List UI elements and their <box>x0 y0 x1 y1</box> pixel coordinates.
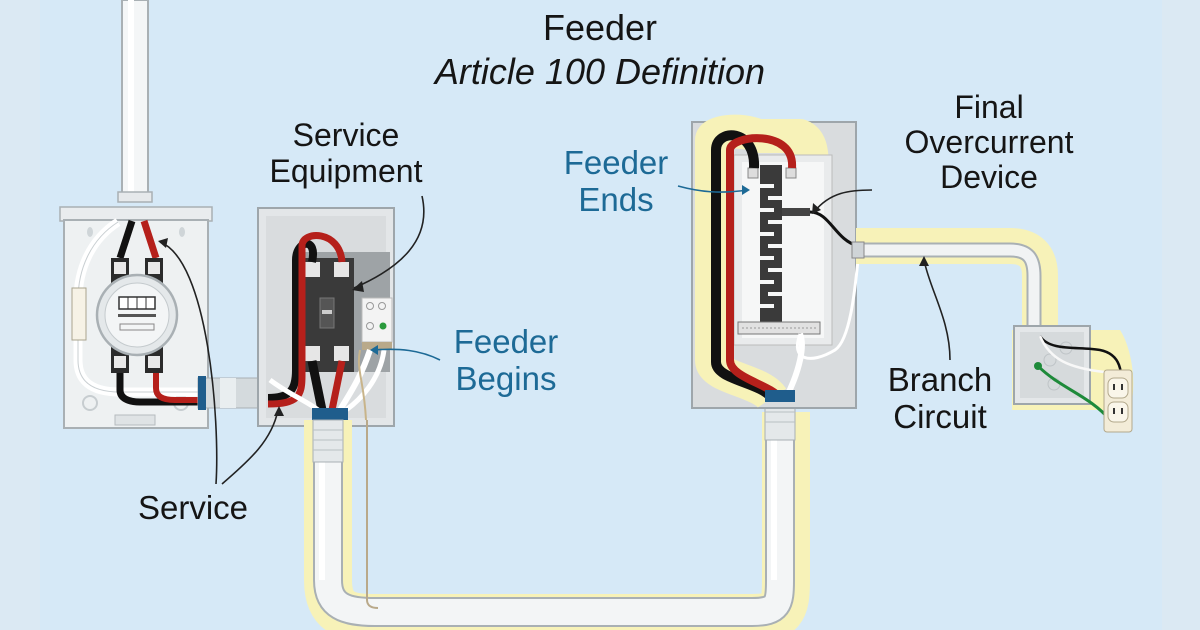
feeder-ends-leader <box>677 185 749 193</box>
label-feeder-begins-line2: Begins <box>455 359 557 397</box>
leader-lines <box>159 189 951 485</box>
label-branch-circuit-line2: Circuit <box>893 397 987 435</box>
label-branch-circuit: Branch Circuit <box>868 361 1012 436</box>
service-leader-panel <box>221 409 279 485</box>
branch-circuit-leader <box>923 259 951 361</box>
diagram-subtitle: Article 100 Definition <box>434 51 766 92</box>
service-equipment-panel <box>257 207 395 427</box>
label-service-equipment: Service Equipment <box>236 117 456 190</box>
subpanel <box>691 114 860 410</box>
label-final-line2: Overcurrent <box>904 124 1074 161</box>
label-branch-circuit-line1: Branch <box>887 361 993 398</box>
final-overcurrent-leader <box>813 189 873 213</box>
label-feeder-ends: Feeder Ends <box>548 144 684 219</box>
service-mast <box>117 0 153 203</box>
label-service: Service <box>137 489 249 526</box>
label-feeder-begins-line1: Feeder <box>453 323 559 360</box>
label-feeder-ends-line1: Feeder <box>563 144 669 181</box>
service-leader-meter <box>159 241 218 485</box>
service-equipment-leader <box>353 195 425 289</box>
diagram-title: Feeder <box>542 7 658 48</box>
feeder-conduit <box>304 401 810 630</box>
label-feeder-begins: Feeder Begins <box>436 323 576 398</box>
label-feeder-ends-line2: Ends <box>578 180 654 218</box>
feeder-begins-leader <box>371 348 441 361</box>
arrowheads <box>158 185 929 416</box>
label-final-line1: Final <box>954 89 1024 125</box>
service-nipple <box>197 376 270 410</box>
label-final-overcurrent-device: Final Overcurrent Device <box>874 89 1104 196</box>
meter-enclosure <box>59 206 213 429</box>
background-panel <box>40 0 1162 630</box>
label-service-equipment-line1: Service <box>292 117 400 153</box>
label-final-line3: Device <box>940 159 1038 196</box>
outlet-box <box>1013 325 1133 433</box>
label-service-equipment-line2: Equipment <box>269 152 423 189</box>
